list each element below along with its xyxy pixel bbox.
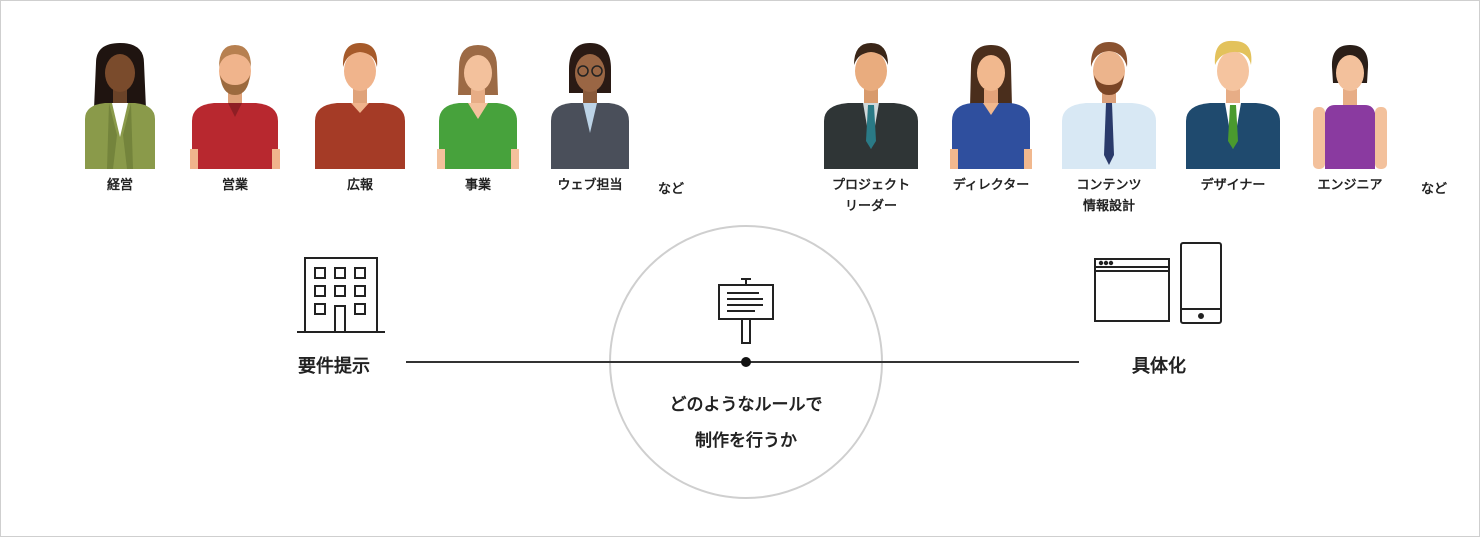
bearded-man-tie-icon: [1044, 37, 1174, 169]
bearded-man-red-shirt-icon: [170, 37, 300, 169]
realization-label: 具体化: [1132, 356, 1186, 377]
requirements-label: 要件提示: [298, 356, 370, 377]
role-label-director: ディレクター: [952, 178, 1030, 193]
blond-man-suit-icon: [1168, 37, 1298, 169]
woman-executive-icon: [55, 37, 185, 169]
connector-dot: [741, 357, 751, 367]
center-caption-line1: どのようなルールで: [669, 395, 823, 415]
role-label-executive: 経営: [106, 178, 133, 193]
signboard-icon: [715, 277, 777, 351]
woman-glasses-suit-icon: [525, 37, 655, 169]
center-caption-line2: 制作を行うか: [695, 431, 797, 451]
woman-green-shirt-icon: [413, 37, 543, 169]
role-label-business: 事業: [464, 178, 491, 193]
role-label-pr: 広報: [346, 178, 373, 193]
left-etc-label: など: [658, 182, 685, 197]
role-label-web-manager: ウェブ担当: [557, 178, 623, 193]
right-etc-label: など: [1421, 182, 1448, 197]
role-label-sales: 営業: [221, 178, 248, 193]
center-caption: どのようなルールで 制作を行うか: [609, 387, 883, 459]
building-icon: [295, 254, 387, 338]
woman-blue-shirt-icon: [926, 37, 1056, 169]
man-suit-tie-icon: [806, 37, 936, 169]
role-label-content-ia: コンテンツ 情報設計: [1076, 178, 1142, 214]
role-label-project-leader: プロジェクト リーダー: [831, 178, 910, 214]
man-red-shirt-icon: [295, 37, 425, 169]
browser-and-phone-icon: [1091, 241, 1227, 331]
role-label-designer: デザイナー: [1200, 178, 1266, 193]
woman-purple-top-icon: [1285, 37, 1415, 169]
role-label-engineer: エンジニア: [1317, 178, 1383, 193]
